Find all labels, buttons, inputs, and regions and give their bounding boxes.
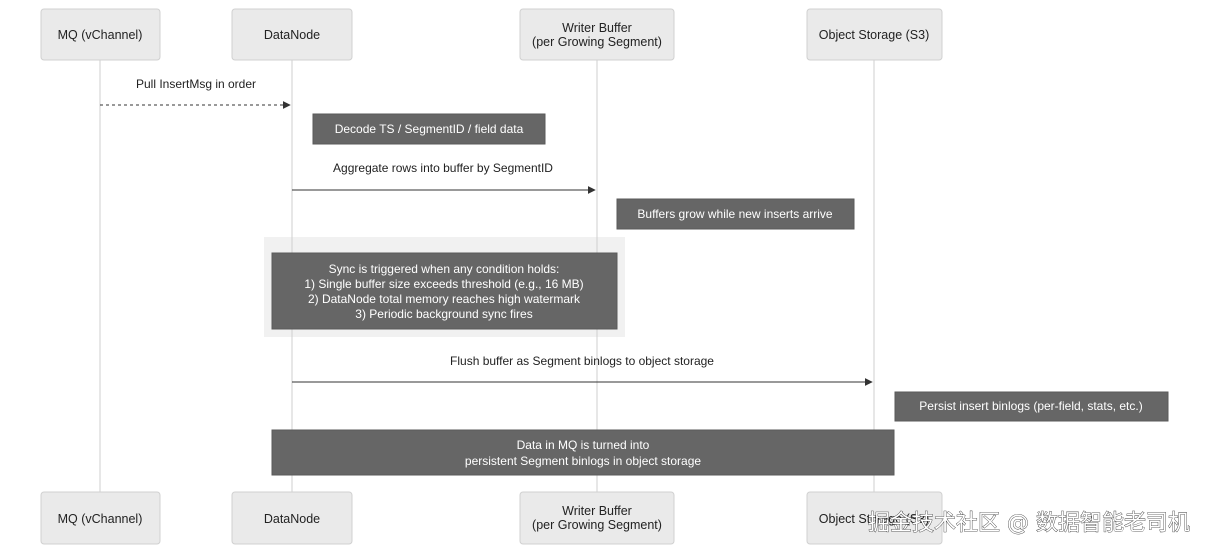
- message-label: Pull InsertMsg in order: [136, 77, 256, 91]
- note-line: Sync is triggered when any condition hol…: [329, 262, 560, 276]
- actor-label: Writer Buffer: [562, 504, 632, 518]
- note-line: persistent Segment binlogs in object sto…: [465, 454, 701, 468]
- actor-label: MQ (vChannel): [58, 512, 143, 526]
- actor-label: DataNode: [264, 28, 320, 42]
- actor-bottom-writer-buffer: Writer Buffer (per Growing Segment): [519, 491, 675, 545]
- note-buffers-grow: Buffers grow while new inserts arrive: [616, 198, 855, 230]
- actor-label: Object Storage (S3): [819, 28, 929, 42]
- note-line: Persist insert binlogs (per-field, stats…: [919, 399, 1142, 413]
- note-line: 2) DataNode total memory reaches high wa…: [308, 292, 581, 306]
- actor-bottom-mq: MQ (vChannel): [40, 491, 161, 545]
- message-flush: Flush buffer as Segment binlogs to objec…: [292, 354, 873, 386]
- note-line: Decode TS / SegmentID / field data: [335, 122, 524, 136]
- message-aggregate: Aggregate rows into buffer by SegmentID: [292, 161, 596, 194]
- note-persist: Persist insert binlogs (per-field, stats…: [894, 391, 1169, 422]
- note-sync-conditions: Sync is triggered when any condition hol…: [271, 252, 618, 330]
- actor-label: (per Growing Segment): [532, 518, 662, 532]
- message-label: Flush buffer as Segment binlogs to objec…: [450, 354, 714, 368]
- actor-label: DataNode: [264, 512, 320, 526]
- message-label: Aggregate rows into buffer by SegmentID: [333, 161, 553, 175]
- actor-top-object-storage: Object Storage (S3): [806, 8, 943, 61]
- actor-top-mq: MQ (vChannel): [40, 8, 161, 61]
- note-line: 1) Single buffer size exceeds threshold …: [304, 277, 583, 291]
- actor-label: (per Growing Segment): [532, 35, 662, 49]
- actor-label: Writer Buffer: [562, 21, 632, 35]
- note-line: Buffers grow while new inserts arrive: [637, 207, 833, 221]
- actor-label: Object Storage (S3): [819, 512, 929, 526]
- note-line: Data in MQ is turned into: [517, 438, 650, 452]
- actor-bottom-object-storage: Object Storage (S3): [806, 491, 943, 545]
- actor-label: MQ (vChannel): [58, 28, 143, 42]
- actor-top-writer-buffer: Writer Buffer (per Growing Segment): [519, 8, 675, 61]
- note-summary: Data in MQ is turned into persistent Seg…: [271, 429, 895, 476]
- actor-bottom-datanode: DataNode: [231, 491, 353, 545]
- note-decode: Decode TS / SegmentID / field data: [312, 113, 546, 145]
- watermark: 掘金技术社区 @ 数据智能老司机: [868, 511, 1190, 536]
- actor-top-datanode: DataNode: [231, 8, 353, 61]
- note-line: 3) Periodic background sync fires: [355, 307, 532, 321]
- message-pull: Pull InsertMsg in order: [100, 77, 291, 109]
